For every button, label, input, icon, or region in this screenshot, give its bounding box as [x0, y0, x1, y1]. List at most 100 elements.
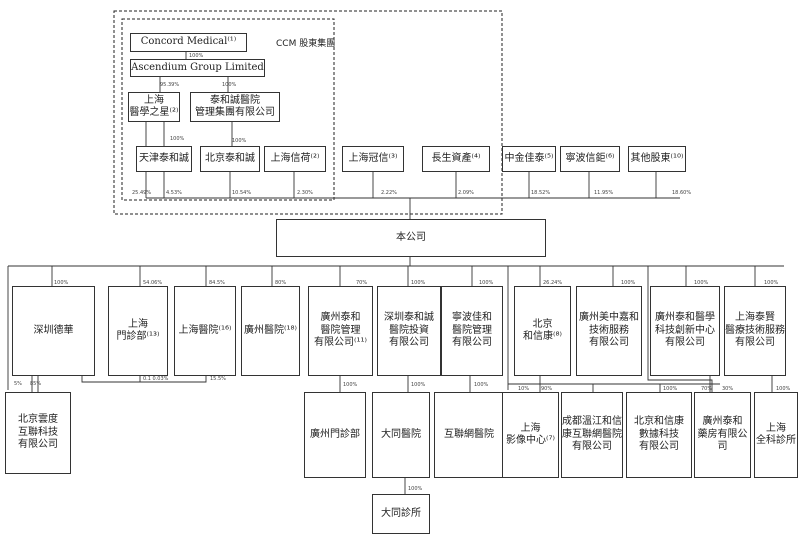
pct-ascendium-shanghai: 95.39%: [160, 82, 180, 88]
l3-guangzhou-clinic-label: 廣州門診部: [310, 428, 360, 440]
sub-shanghai-hospital-label: 上海醫院⁽¹⁶⁾: [178, 324, 232, 336]
pct-beijing: 10.54%: [232, 190, 252, 196]
pct-concord-ascendium: 100%: [189, 53, 204, 59]
pct-l3-5: 90%: [541, 386, 553, 392]
pct-sub-5: 100%: [411, 280, 426, 286]
shareholder-ningbo: 寧波信鉅⁽⁶⁾: [560, 146, 620, 172]
sub-guangzhou-innovation-label: 廣州泰和醫學 科技創新中心 有限公司: [655, 312, 715, 349]
pct-dehua-yundu-a: 5%: [14, 381, 22, 387]
pct-shanghai-xinhe: 2.30%: [297, 190, 313, 196]
sub-guangzhou-taihe-mgmt: 廣州泰和 醫院管理 有限公司⁽¹¹⁾: [308, 286, 373, 376]
pct-ascendium-taihe: 100%: [222, 82, 237, 88]
ccm-group-outer-border: [113, 10, 503, 215]
pct-to-shanghai-hospital: 15.5%: [210, 376, 226, 382]
concord-medical-label: Concord Medical⁽¹⁾: [140, 36, 237, 48]
sub-shenzhen-taihe-invest-label: 深圳泰和誠 醫院投資 有限公司: [384, 312, 434, 349]
shareholder-shanghai-guanxin: 上海冠信⁽³⁾: [342, 146, 404, 172]
l3-shanghai-general-clinic-label: 上海 全科診所: [756, 422, 796, 447]
pct-sub-1: 54.06%: [143, 280, 163, 286]
shareholder-others: 其他股東⁽¹⁰⁾: [628, 146, 686, 172]
pct-zhongjin: 18.52%: [531, 190, 551, 196]
l3-datong-hospital-label: 大同醫院: [381, 428, 421, 440]
pct-l3-8: 100%: [776, 386, 791, 392]
pct-l3-7: 70%: [701, 386, 713, 392]
pct-sub-6: 100%: [479, 280, 494, 286]
shareholder-shanghai-xinhe: 上海信荷⁽²⁾: [264, 146, 326, 172]
l3-shanghai-imaging-label: 上海 影像中心⁽⁷⁾: [506, 422, 555, 447]
pct-sub-7: 26.24%: [543, 280, 563, 286]
shareholder-changsheng: 長生資產⁽⁴⁾: [422, 146, 490, 172]
pct-l3-3: 100%: [474, 382, 489, 388]
pct-taihe-beijing: 100%: [232, 138, 247, 144]
sub-shenzhen-taihe-invest: 深圳泰和誠 醫院投資 有限公司: [377, 286, 441, 376]
pct-dehua-yundu-b: 85%: [30, 381, 42, 387]
l3-beijing-yundu-label: 北京雲度 互聯科技 有限公司: [18, 414, 58, 451]
pct-sub-4: 70%: [356, 280, 368, 286]
sub-shanghai-hospital: 上海醫院⁽¹⁶⁾: [174, 286, 236, 376]
ccm-group-inner-border: [121, 18, 335, 201]
ascendium-label: Ascendium Group Limited: [131, 61, 264, 73]
shanghai-yixing-box: 上海 醫學之星⁽²⁾: [128, 92, 180, 122]
sub-guangzhou-hospital: 廣州醫院⁽¹⁸⁾: [241, 286, 300, 376]
taihe-mgmt-box: 泰和誠醫院 管理集團有限公司: [190, 92, 280, 122]
pct-sub-0: 100%: [54, 280, 69, 286]
l3-beijing-yundu: 北京雲度 互聯科技 有限公司: [5, 392, 71, 474]
pct-sub-9: 100%: [694, 280, 709, 286]
pct-ningbo: 11.95%: [594, 190, 614, 196]
sub-guangzhou-innovation: 廣州泰和醫學 科技創新中心 有限公司: [650, 286, 720, 376]
l3-internet-hospital-label: 互聯網醫院: [444, 428, 494, 440]
l3-guangzhou-pharmacy: 廣州泰和 藥房有限公司: [694, 392, 751, 478]
pct-shanghai-guanxin: 2.22%: [381, 190, 397, 196]
sub-guangzhou-meizhong: 廣州美中嘉和 技術服務 有限公司: [576, 286, 642, 376]
pct-yixing-tianjin: 100%: [170, 136, 185, 142]
pct-sub-8: 100%: [621, 280, 636, 286]
pct-others: 18.60%: [672, 190, 692, 196]
sub-shanghai-taixian-label: 上海泰賢 醫療技術服務 有限公司: [725, 312, 785, 349]
pct-tianjin: 25.49%: [132, 190, 152, 196]
sub-beijing-hexinkang-label: 北京 和信康⁽⁸⁾: [523, 318, 562, 343]
company-label: 本公司: [396, 231, 426, 243]
sub-shanghai-taixian: 上海泰賢 醫療技術服務 有限公司: [724, 286, 786, 376]
shareholder-zhongjin: 中金佳泰⁽⁵⁾: [502, 146, 556, 172]
pct-sub-3: 80%: [275, 280, 287, 286]
sub-ningbo-jiahe-label: 寧波佳和 醫院管理 有限公司: [452, 312, 492, 349]
sub-guangzhou-taihe-mgmt-label: 廣州泰和 醫院管理 有限公司⁽¹¹⁾: [314, 312, 367, 349]
shareholder-shanghai-guanxin-label: 上海冠信⁽³⁾: [348, 152, 398, 164]
l3-chengdu-wenjiang: 成都溫江和信 康互聯網醫院 有限公司: [561, 392, 623, 478]
l3-datong-hospital: 大同醫院: [372, 392, 430, 478]
pct-imaging-b: 30%: [722, 386, 734, 392]
l4-datong-clinic: 大同診所: [372, 494, 430, 534]
sub-shenzhen-dehua: 深圳德華: [12, 286, 95, 376]
pct-l3-2: 100%: [411, 382, 426, 388]
pct-changsheng: 2.09%: [458, 190, 474, 196]
shareholder-beijing-label: 北京泰和誠: [205, 152, 255, 164]
l4-datong-clinic-label: 大同診所: [381, 507, 421, 519]
sub-shanghai-clinic-label: 上海 門診部⁽¹³⁾: [116, 318, 160, 343]
shareholder-zhongjin-label: 中金佳泰⁽⁵⁾: [504, 152, 554, 164]
l3-guangzhou-clinic: 廣州門診部: [304, 392, 366, 478]
shareholder-tianjin: 天津泰和誠: [136, 146, 192, 172]
shareholder-beijing: 北京泰和誠: [200, 146, 260, 172]
l3-chengdu-wenjiang-label: 成都溫江和信 康互聯網醫院 有限公司: [562, 416, 622, 453]
sub-beijing-hexinkang: 北京 和信康⁽⁸⁾: [514, 286, 571, 376]
sub-shanghai-clinic: 上海 門診部⁽¹³⁾: [108, 286, 168, 376]
l3-beijing-data-label: 北京和信康 數據科技 有限公司: [634, 416, 684, 453]
pct-l3-1: 100%: [343, 382, 358, 388]
pct-l4: 100%: [408, 486, 423, 492]
sub-guangzhou-meizhong-label: 廣州美中嘉和 技術服務 有限公司: [579, 312, 639, 349]
pct-l3-4: 10%: [518, 386, 530, 392]
ascendium-box: Ascendium Group Limited: [130, 59, 265, 77]
shareholder-changsheng-label: 長生資產⁽⁴⁾: [431, 152, 481, 164]
sub-guangzhou-hospital-label: 廣州醫院⁽¹⁸⁾: [244, 324, 297, 336]
shanghai-yixing-label: 上海 醫學之星⁽²⁾: [129, 94, 179, 119]
pct-yixing-direct: 4.53%: [166, 190, 182, 196]
shareholder-ningbo-label: 寧波信鉅⁽⁶⁾: [565, 152, 615, 164]
sub-ningbo-jiahe: 寧波佳和 醫院管理 有限公司: [441, 286, 503, 376]
pct-l3-6: 100%: [663, 386, 678, 392]
shareholder-others-label: 其他股東⁽¹⁰⁾: [630, 152, 684, 164]
company-box: 本公司: [276, 219, 546, 257]
pct-to-shanghai-clinic: 0.1 0.03%: [143, 376, 169, 382]
sub-shenzhen-dehua-label: 深圳德華: [33, 324, 74, 336]
